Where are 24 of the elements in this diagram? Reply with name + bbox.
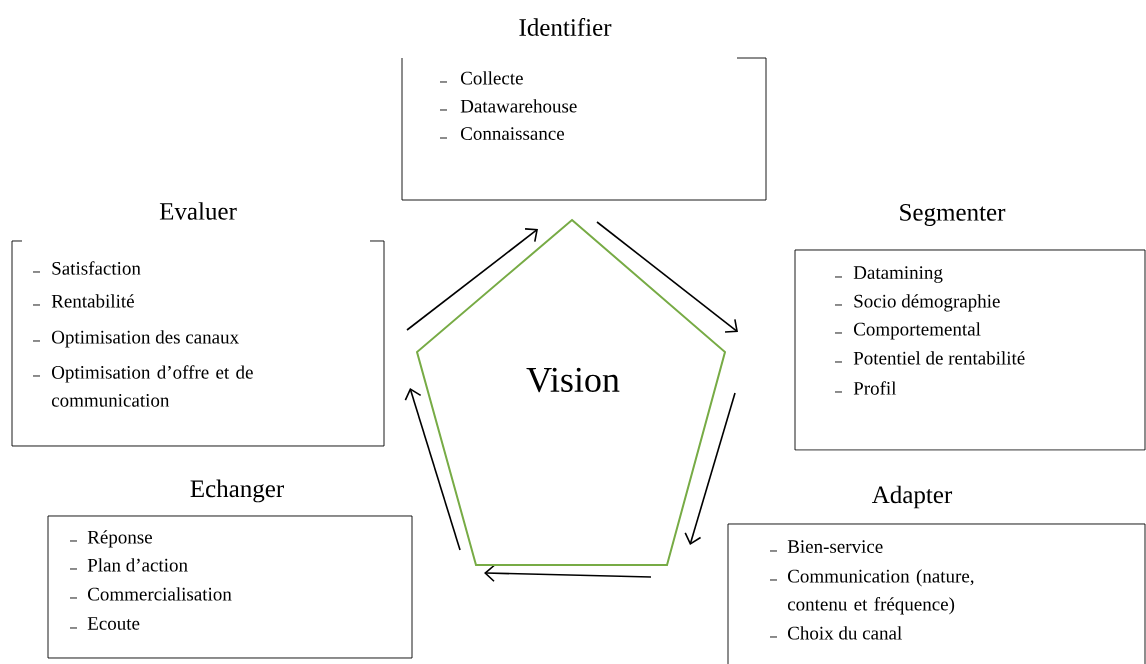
box-title: Echanger [190, 479, 284, 503]
list-item: Choix du canal [769, 626, 902, 640]
box-title: Evaluer [159, 202, 237, 220]
list-item: Datamining [834, 266, 943, 283]
list-item: Collecte [439, 71, 523, 85]
list-item: Commercialisation [69, 587, 232, 601]
box-title: Adapter [872, 485, 953, 509]
list-item: Socio démographie [834, 294, 1000, 312]
list-item: Bien-service [769, 540, 883, 553]
list-item: Satisfaction [32, 261, 141, 275]
list-item: Optimisation d’offre et de communication [32, 365, 253, 407]
list-item: Optimisation des canaux [32, 330, 239, 348]
list-item: Communication (nature, contenu et fréquence) [769, 569, 974, 615]
list-item: Datawarehouse [439, 99, 577, 113]
list-item: Réponse [69, 530, 152, 548]
box-title: Segmenter [900, 204, 1006, 226]
list-item: Comportemental [834, 322, 981, 340]
box-title: Identifier [519, 18, 612, 36]
list-item: Connaissance [439, 127, 565, 140]
list-item: Profil [834, 381, 897, 395]
list-item: Potentiel de rentabilité [834, 351, 1025, 365]
list-item: Ecoute [69, 617, 140, 630]
list-item: Plan d’action [69, 558, 188, 572]
list-item: Rentabilité [32, 294, 134, 308]
